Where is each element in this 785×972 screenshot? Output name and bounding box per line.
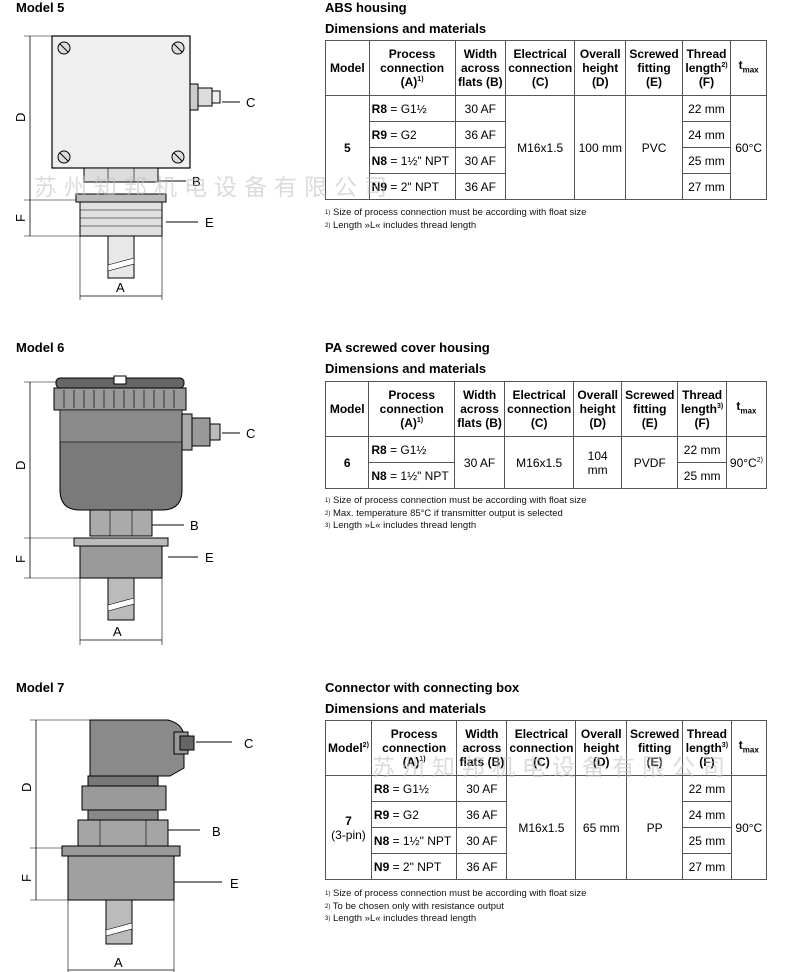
fitting-cell: PVDF (621, 436, 679, 489)
model-7-drawing: D F C B E A (19, 719, 253, 972)
model-5-dimensions-heading: Dimensions and materials (325, 21, 487, 36)
model-7-housing-title: Connector with connecting box (325, 680, 520, 695)
model-6-spec-table: Model Process connection(A)1) Width acro… (324, 381, 768, 489)
model-6-dimensions-heading: Dimensions and materials (325, 361, 487, 376)
footnote: 1) Size of process connection must be ac… (325, 495, 587, 506)
model-cell: 5 (325, 95, 370, 200)
header-height: Overall height(D) (575, 720, 628, 776)
model-6-housing-title: PA screwed cover housing (325, 340, 490, 355)
model-5-housing-title: ABS housing (325, 0, 407, 15)
model-6-callout-c: C (246, 426, 255, 441)
model-6-callout-e: E (205, 550, 214, 565)
model-5-spec-table: Model Process connection(A)1) Width acro… (325, 40, 767, 200)
model-6-dim-d-label: D (13, 461, 28, 470)
model-6-dim-f-label: F (13, 555, 28, 563)
model-5-callout-b: B (192, 174, 201, 189)
model-5-title: Model 5 (16, 0, 65, 15)
header-height: Overall height(D) (574, 40, 627, 96)
table-row: R9 = G2 36 AF 24 mm (326, 801, 767, 828)
model-7-dimensions-heading: Dimensions and materials (325, 701, 487, 716)
model-5-callout-c: C (246, 95, 255, 110)
table-row: R9 = G2 36 AF 24 mm (326, 121, 767, 148)
tmax-cell: 90°C2) (725, 436, 768, 489)
header-width: Width across flats (B) (453, 381, 506, 437)
model-5-dim-f-label: F (13, 214, 28, 222)
table-row: 5 R8 = G1½ 30 AF M16x1.5 100 mm PVC 22 m… (325, 95, 767, 200)
header-thread: Thread length2)(F) (681, 40, 732, 96)
model-7-notes: 1) Size of process connection must be ac… (325, 888, 586, 926)
tmax-cell: 90°C (730, 775, 768, 880)
model-6-callout-b: B (190, 518, 199, 533)
electrical-cell: M16x1.5 (504, 436, 575, 489)
model-5-dim-a-label: A (116, 280, 125, 295)
model-7-spec-table: Model2) Process connection(A)1) Width ac… (325, 720, 768, 880)
electrical-cell: M16x1.5 (505, 95, 576, 200)
height-cell: 65 mm (575, 775, 628, 880)
header-tmax: tmax (725, 381, 768, 437)
model-7-callout-e: E (230, 876, 239, 891)
footnote: 3) Length »L« includes thread length (325, 913, 477, 924)
header-model: Model2) (325, 720, 372, 776)
footnote: 2) Max. temperature 85°C if transmitter … (325, 507, 563, 519)
header-model: Model (324, 381, 370, 437)
model-6-drawing: D F C B E A (13, 375, 255, 645)
width-cell: 30 AF (453, 436, 506, 489)
header-fitting: Screwed fitting(E) (621, 381, 679, 437)
header-thread: Thread length3)(F) (677, 381, 727, 437)
header-thread: Thread length3)(F) (682, 720, 732, 776)
footnote: 2) Length »L« includes thread length (325, 219, 477, 231)
footnote: 1) Size of process connection must be ac… (325, 207, 587, 218)
fitting-cell: PVC (625, 95, 683, 200)
fitting-cell: PP (626, 775, 684, 880)
footnote: 3) Length »L« includes thread length (325, 520, 477, 531)
table-row: 7(3-pin) R8 = G1½ 30 AF M16x1.5 65 mm PP… (325, 775, 768, 880)
header-process: Process connection(A)1) (368, 40, 456, 96)
header-tmax: tmax (730, 720, 768, 776)
model-7-dim-f-label: F (19, 874, 34, 882)
footnote: 1) Size of process connection must be ac… (325, 888, 587, 899)
model-5-dim-d-label: D (13, 113, 28, 122)
table-row: 6 R8 = G1½ 30 AF M16x1.5 104 mm PVDF 22 … (324, 436, 768, 489)
model-7-title: Model 7 (16, 680, 65, 695)
model-7-callout-b: B (212, 824, 221, 839)
tmax-cell: 60°C (730, 95, 767, 200)
height-cell: 104 mm (573, 436, 623, 489)
model-5-notes: 1) Size of process connection must be ac… (325, 207, 586, 232)
table-row: N8 = 1½" NPT 30 AF 25 mm (326, 147, 767, 174)
model-7-dim-d-label: D (19, 783, 34, 792)
header-width: Width across flats (B) (456, 720, 508, 776)
header-electrical: Electrical connection(C) (504, 381, 575, 437)
header-width: Width across flats (B) (454, 40, 507, 96)
model-6-notes: 1) Size of process connection must be ac… (325, 495, 586, 533)
header-height: Overall height(D) (573, 381, 623, 437)
model-6-dim-a-label: A (113, 624, 122, 639)
model-6-title: Model 6 (16, 340, 65, 355)
header-model: Model (325, 40, 370, 96)
header-electrical: Electrical connection(C) (505, 40, 576, 96)
model-cell: 6 (324, 436, 370, 489)
table-row: N9 = 2" NPT 36 AF 27 mm (326, 173, 767, 200)
header-fitting: Screwed fitting(E) (625, 40, 683, 96)
model-7-callout-c: C (244, 736, 253, 751)
height-cell: 100 mm (574, 95, 627, 200)
table-row: N8 = 1½" NPT 30 AF 25 mm (326, 827, 767, 854)
header-process: Process connection(A)1) (370, 720, 458, 776)
model-5-callout-e: E (205, 215, 214, 230)
table-row: N9 = 2" NPT 36 AF 27 mm (326, 853, 767, 880)
footnote: 2) To be chosen only with resistance out… (325, 900, 504, 912)
model-7-dim-a-label: A (114, 955, 123, 970)
header-process: Process connection(A)1) (368, 381, 455, 437)
table-row: N8 = 1½" NPT 25 mm (326, 462, 767, 489)
model-cell: 7(3-pin) (325, 775, 372, 880)
header-tmax: tmax (730, 40, 767, 96)
electrical-cell: M16x1.5 (506, 775, 577, 880)
header-electrical: Electrical connection(C) (506, 720, 577, 776)
model-5-drawing: D F C B E A (13, 35, 255, 300)
header-fitting: Screwed fitting(E) (626, 720, 684, 776)
